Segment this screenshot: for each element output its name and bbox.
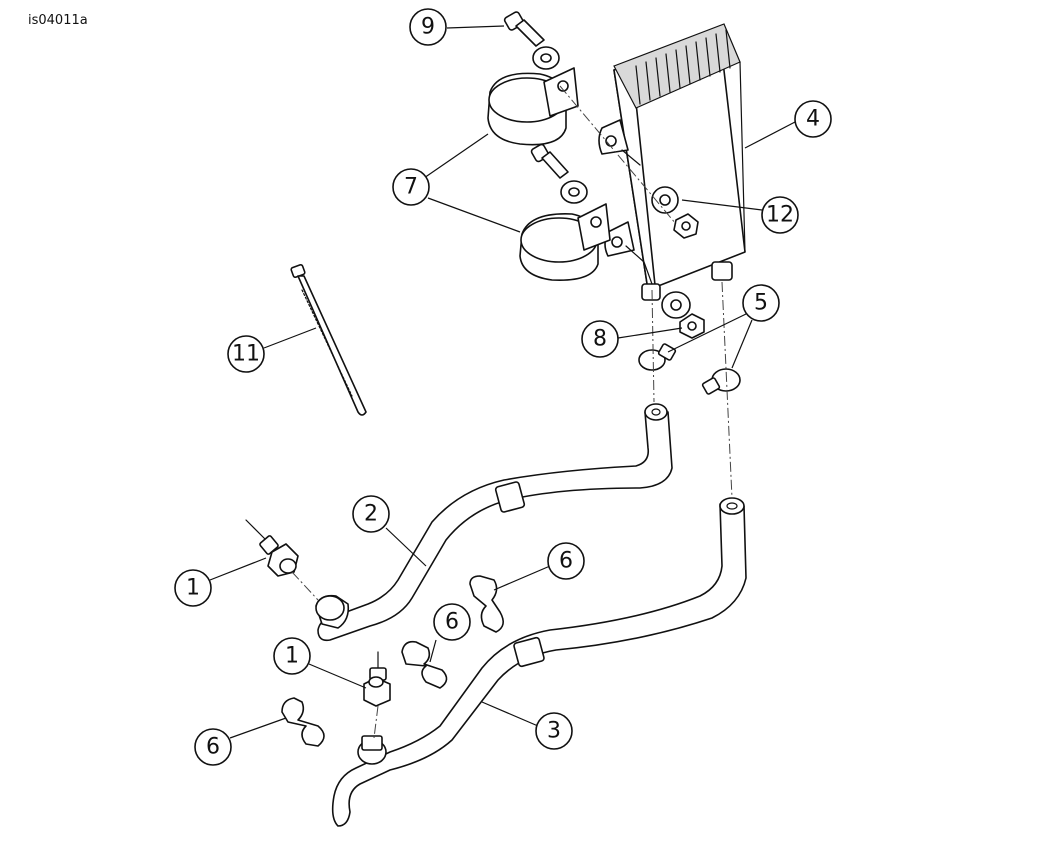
lower-fitting xyxy=(363,651,391,707)
assembly-lines xyxy=(291,85,733,739)
middle-bolt xyxy=(530,143,588,204)
hose-clip-lower xyxy=(281,697,325,747)
callout-1-lower-label: 1 xyxy=(285,644,299,669)
callout-2-label: 2 xyxy=(364,502,378,527)
callout-6-lower-label: 6 xyxy=(206,735,220,760)
callout-6-upper-label: 6 xyxy=(559,549,573,574)
cable-tie xyxy=(290,264,367,416)
leader-lines xyxy=(209,25,796,739)
washer-and-nut xyxy=(651,186,705,339)
callout-9: 9 xyxy=(409,8,447,46)
callout-9-label: 9 xyxy=(421,15,435,40)
callout-6-middle: 6 xyxy=(433,603,471,641)
figure-id: is04011a xyxy=(28,13,88,28)
hose-clip-middle xyxy=(401,640,448,689)
upper-fitting xyxy=(245,519,299,577)
callout-11-label: 11 xyxy=(232,342,260,367)
callout-6-middle-label: 6 xyxy=(445,610,459,635)
callout-5: 5 xyxy=(742,284,780,322)
callout-4-label: 4 xyxy=(806,107,820,132)
callout-3: 3 xyxy=(535,712,573,750)
lower-clamp xyxy=(519,203,611,281)
hose-clip-upper xyxy=(469,575,504,633)
upper-bolt xyxy=(503,11,560,70)
callout-7: 7 xyxy=(392,168,430,206)
callout-2: 2 xyxy=(352,495,390,533)
callout-12: 12 xyxy=(761,196,799,234)
callout-12-label: 12 xyxy=(766,203,794,228)
callout-5-label: 5 xyxy=(754,291,768,316)
callout-8: 8 xyxy=(581,320,619,358)
callout-6-upper: 6 xyxy=(547,542,585,580)
hose-clamps xyxy=(638,343,741,395)
upper-clamp xyxy=(487,67,579,146)
callout-7-label: 7 xyxy=(404,175,418,200)
callout-4: 4 xyxy=(794,100,832,138)
callout-6-lower: 6 xyxy=(194,728,232,766)
callout-3-label: 3 xyxy=(547,719,561,744)
callout-11: 11 xyxy=(227,335,265,373)
callout-1-upper-label: 1 xyxy=(186,576,200,601)
callout-1-lower: 1 xyxy=(273,637,311,675)
upper-oil-hose xyxy=(315,403,673,642)
callout-8-label: 8 xyxy=(593,327,607,352)
lower-oil-hose xyxy=(331,497,747,827)
oil-cooler xyxy=(598,23,746,301)
callout-1-upper: 1 xyxy=(174,569,212,607)
